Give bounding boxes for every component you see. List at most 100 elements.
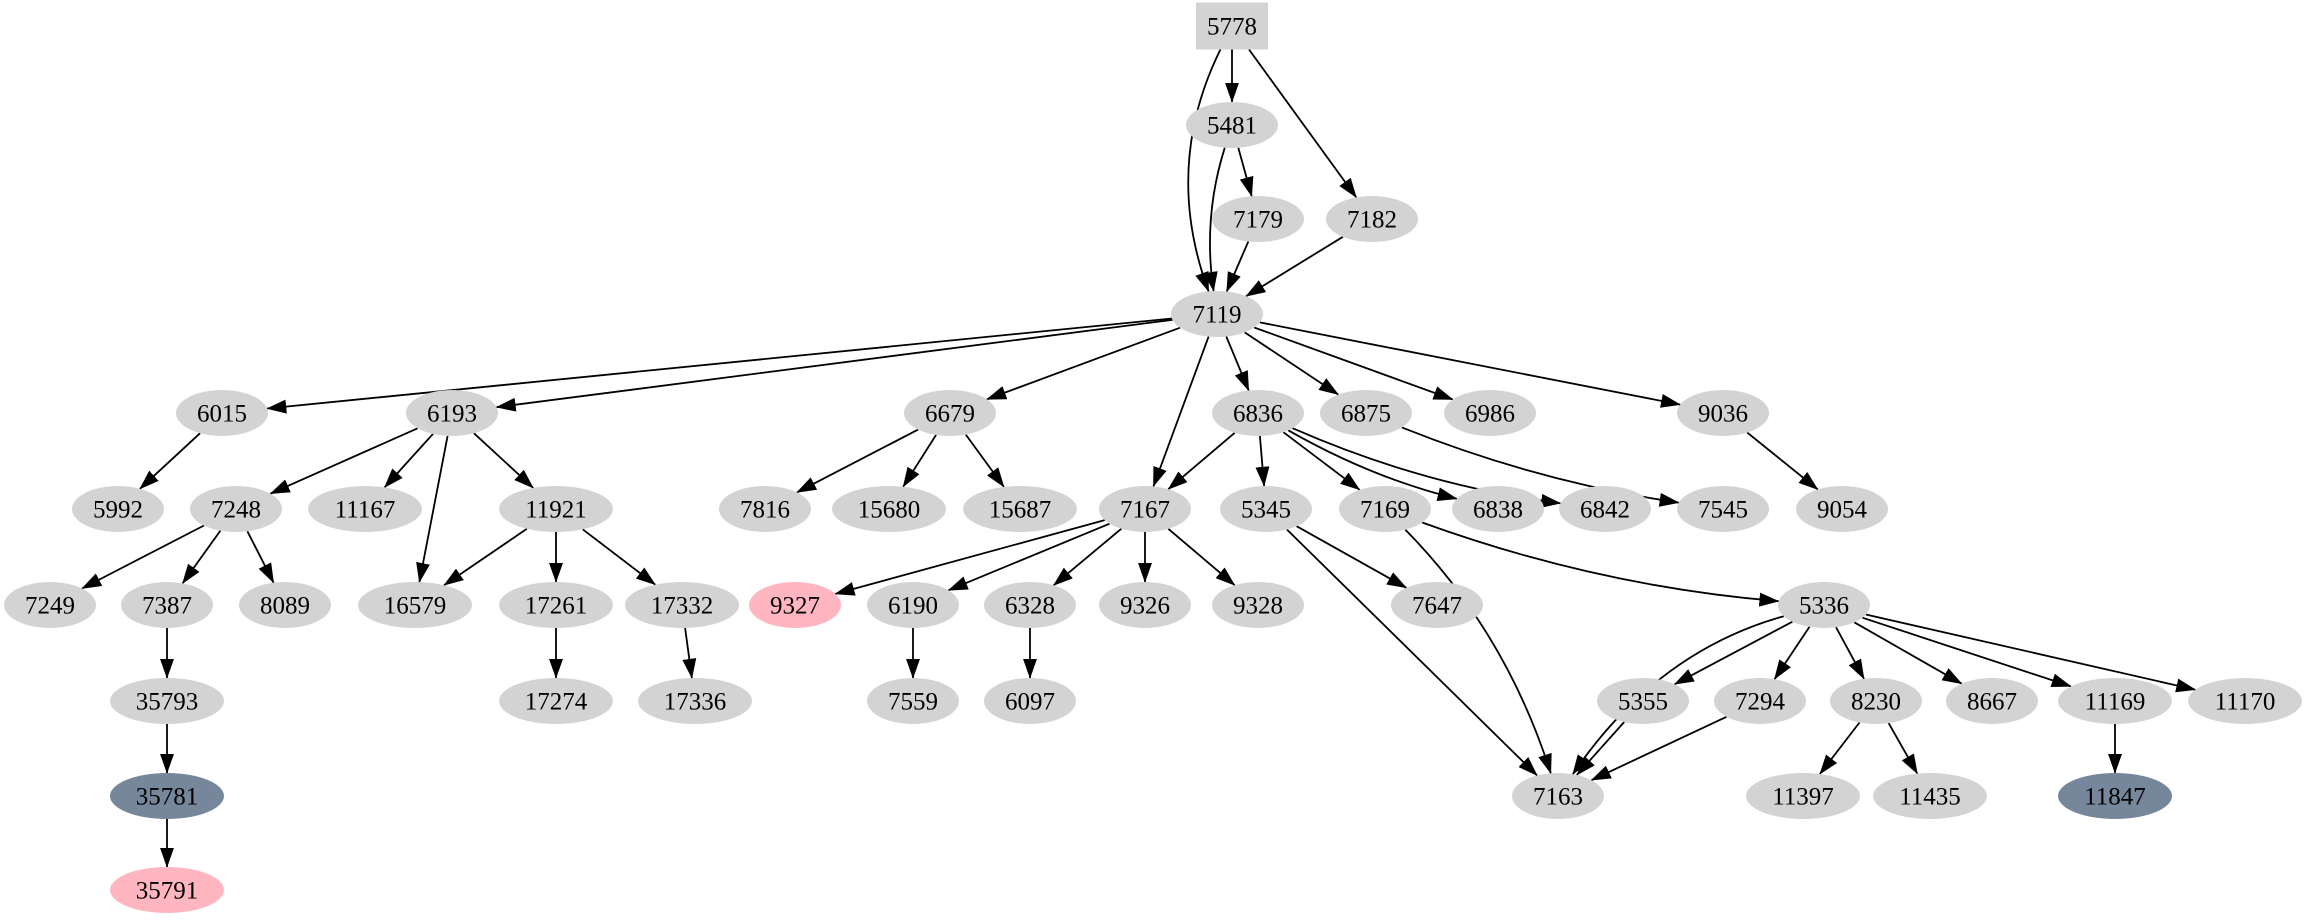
node-ellipse-shape bbox=[719, 486, 811, 532]
node-ellipse-shape bbox=[1746, 773, 1860, 819]
node-ellipse-shape bbox=[1212, 582, 1304, 628]
node-5345: 5345 bbox=[1220, 486, 1312, 532]
node-label: 5992 bbox=[93, 497, 143, 524]
node-ellipse-shape bbox=[72, 486, 164, 532]
node-label: 17274 bbox=[525, 689, 588, 716]
edge-7167-9327 bbox=[834, 519, 1105, 596]
edge-7294-7163 bbox=[1590, 715, 1727, 782]
edge-5336-7294 bbox=[1773, 626, 1811, 680]
node-ellipse-shape bbox=[1320, 390, 1412, 436]
node-ellipse-shape bbox=[904, 390, 996, 436]
edge-5336-8230 bbox=[1835, 626, 1865, 680]
node-6842: 6842 bbox=[1559, 486, 1651, 532]
node-label: 15680 bbox=[858, 497, 921, 524]
node-7294: 7294 bbox=[1714, 678, 1806, 724]
node-ellipse-shape bbox=[1597, 678, 1689, 724]
node-label: 9054 bbox=[1817, 497, 1868, 524]
edge-5345-7647 bbox=[1296, 525, 1408, 589]
node-11847: 11847 bbox=[2058, 773, 2172, 819]
node-ellipse-shape bbox=[1946, 678, 2038, 724]
node-label: 15687 bbox=[989, 497, 1052, 524]
edge-6836-6838 bbox=[1287, 429, 1458, 501]
edge-7119-6015 bbox=[266, 317, 1172, 414]
node-ellipse-shape bbox=[1452, 486, 1544, 532]
node-ellipse-shape bbox=[1444, 390, 1536, 436]
node-label: 11170 bbox=[2215, 689, 2276, 716]
node-7182: 7182 bbox=[1326, 196, 1418, 242]
edge-8230-11397 bbox=[1819, 721, 1861, 775]
node-ellipse-shape bbox=[1796, 486, 1888, 532]
edge-6836-7169 bbox=[1282, 431, 1361, 491]
edge-6193-7248 bbox=[269, 427, 418, 495]
node-label: 7294 bbox=[1735, 689, 1786, 716]
node-label: 11921 bbox=[525, 497, 587, 524]
node-6986: 6986 bbox=[1444, 390, 1536, 436]
node-5778: 5778 bbox=[1196, 2, 1268, 50]
node-17332: 17332 bbox=[625, 582, 739, 628]
node-ellipse-shape bbox=[4, 582, 96, 628]
edge-5481-7179 bbox=[1237, 147, 1254, 197]
node-6190: 6190 bbox=[867, 582, 959, 628]
edge-6679-7816 bbox=[796, 428, 919, 494]
node-8230: 8230 bbox=[1830, 678, 1922, 724]
node-15687: 15687 bbox=[963, 486, 1077, 532]
node-ellipse-shape bbox=[984, 582, 1076, 628]
node-label: 9328 bbox=[1233, 593, 1283, 620]
node-label: 9326 bbox=[1120, 593, 1170, 620]
node-label: 6679 bbox=[925, 401, 975, 428]
node-ellipse-shape bbox=[625, 582, 739, 628]
node-7119: 7119 bbox=[1171, 291, 1263, 337]
node-7169: 7169 bbox=[1339, 486, 1431, 532]
edge-5336-8667 bbox=[1853, 621, 1963, 685]
node-6836: 6836 bbox=[1212, 390, 1304, 436]
node-label: 16579 bbox=[384, 593, 447, 620]
node-ellipse-shape bbox=[1339, 486, 1431, 532]
node-label: 8089 bbox=[260, 593, 310, 620]
node-label: 35793 bbox=[136, 689, 199, 716]
node-17274: 17274 bbox=[499, 678, 613, 724]
edge-7119-7167 bbox=[1152, 336, 1210, 488]
node-label: 11169 bbox=[2085, 689, 2146, 716]
node-label: 7816 bbox=[740, 497, 790, 524]
node-ellipse-shape bbox=[2058, 678, 2172, 724]
node-label: 35781 bbox=[136, 784, 199, 811]
node-6097: 6097 bbox=[984, 678, 1076, 724]
node-7559: 7559 bbox=[867, 678, 959, 724]
node-ellipse-shape bbox=[1677, 486, 1769, 532]
edge-5336-11170 bbox=[1865, 613, 2197, 693]
node-ellipse-shape bbox=[1326, 196, 1418, 242]
edge-5336-11169 bbox=[1862, 616, 2072, 688]
edge-7167-9328 bbox=[1167, 528, 1236, 586]
node-label: 8667 bbox=[1967, 689, 2017, 716]
edge-7248-7249 bbox=[81, 524, 205, 590]
node-ellipse-shape bbox=[406, 390, 498, 436]
node-ellipse-shape bbox=[1212, 390, 1304, 436]
node-ellipse-shape bbox=[749, 582, 841, 628]
node-11435: 11435 bbox=[1873, 773, 1987, 819]
node-ellipse-shape bbox=[176, 390, 268, 436]
node-35781: 35781 bbox=[110, 773, 224, 819]
node-6193: 6193 bbox=[406, 390, 498, 436]
node-ellipse-shape bbox=[2058, 773, 2172, 819]
node-label: 11435 bbox=[1899, 784, 1961, 811]
node-7545: 7545 bbox=[1677, 486, 1769, 532]
node-ellipse-shape bbox=[1512, 773, 1604, 819]
node-ellipse-shape bbox=[1220, 486, 1312, 532]
node-label: 5481 bbox=[1207, 113, 1257, 140]
node-5355: 5355 bbox=[1597, 678, 1689, 724]
node-label: 11397 bbox=[1772, 784, 1834, 811]
node-8089: 8089 bbox=[239, 582, 331, 628]
edge-7248-8089 bbox=[246, 530, 275, 584]
node-label: 5345 bbox=[1241, 497, 1291, 524]
node-label: 6842 bbox=[1580, 497, 1630, 524]
node-7248: 7248 bbox=[190, 486, 282, 532]
edge-5778-7182 bbox=[1248, 48, 1358, 199]
node-label: 7647 bbox=[1412, 593, 1462, 620]
node-label: 9036 bbox=[1698, 401, 1748, 428]
edge-6679-15680 bbox=[902, 434, 937, 488]
edges-layer bbox=[81, 48, 2197, 868]
node-label: 6328 bbox=[1005, 593, 1055, 620]
node-9328: 9328 bbox=[1212, 582, 1304, 628]
